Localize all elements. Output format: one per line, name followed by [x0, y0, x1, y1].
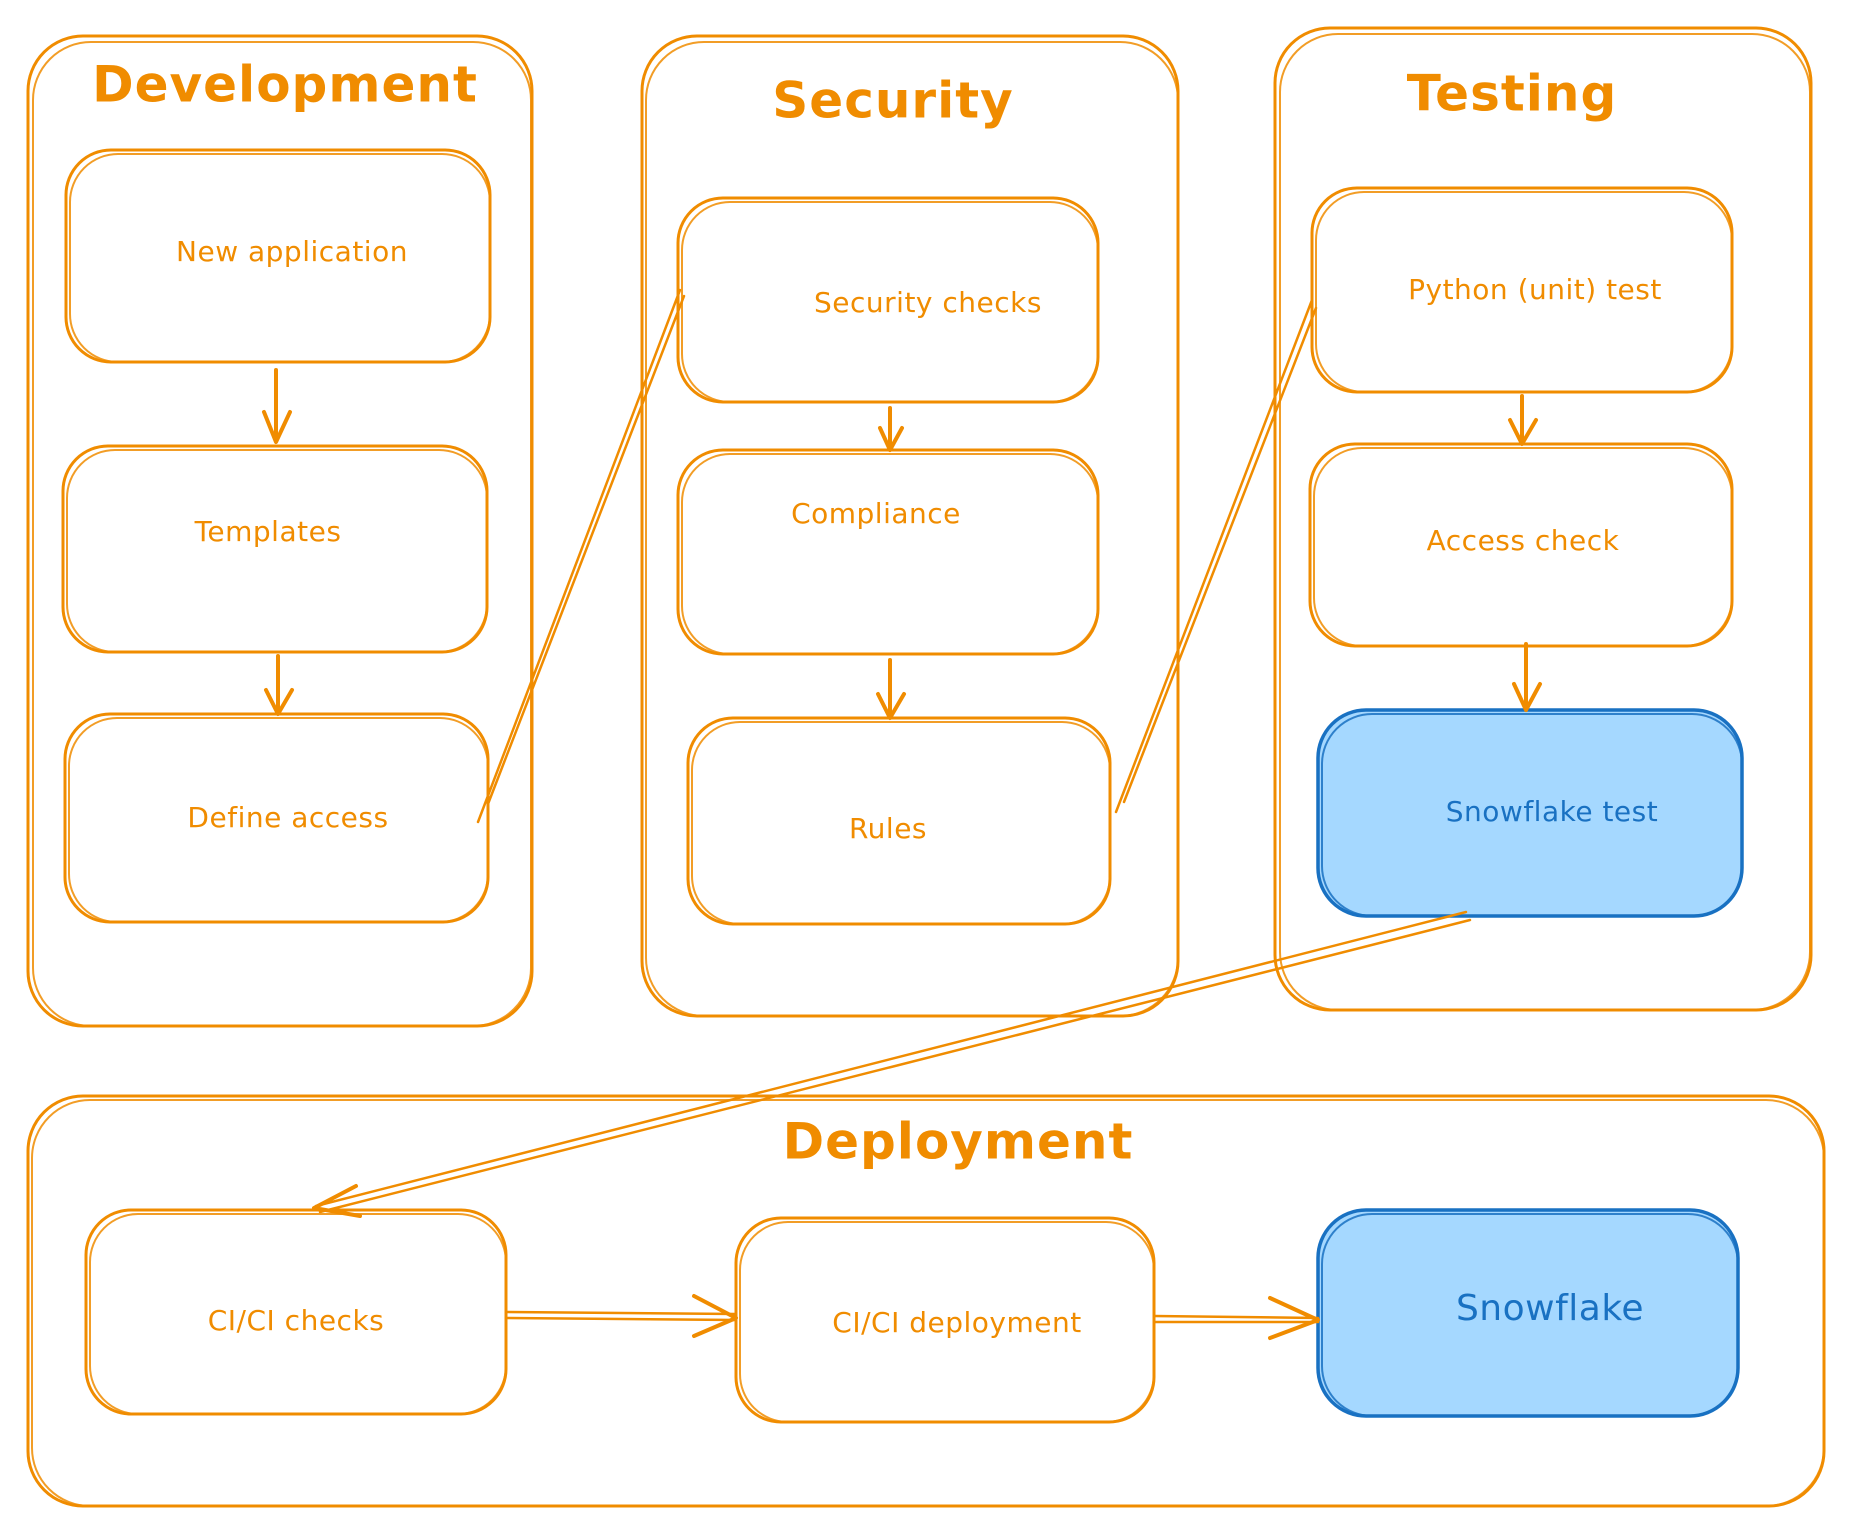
node-templates: Templates	[61, 444, 489, 654]
node-label-snowflake-test: Snowflake test	[1446, 795, 1658, 828]
node-label-security-checks: Security checks	[814, 286, 1042, 319]
node-label-compliance: Compliance	[791, 497, 961, 530]
node-compliance: Compliance	[676, 448, 1100, 656]
group-title-security: Security	[772, 72, 1013, 130]
group-title-development: Development	[92, 56, 478, 114]
arrow-templates-to-define-access	[264, 654, 294, 716]
arrow-new-application-to-templates	[262, 368, 292, 444]
node-ci-deployment: CI/CI deployment	[734, 1216, 1156, 1424]
node-label-define-access: Define access	[187, 801, 388, 834]
arrow-define-access-to-security-checks	[476, 288, 686, 824]
group-title-deployment: Deployment	[783, 1113, 1134, 1171]
node-access-check: Access check	[1308, 442, 1734, 648]
node-label-new-application: New application	[176, 235, 408, 268]
arrow-access-check-to-snowflake-test	[1512, 642, 1542, 712]
arrow-rules-to-python-unit-test	[1114, 298, 1318, 814]
node-label-ci-checks: CI/CI checks	[208, 1304, 385, 1337]
node-snowflake: Snowflake	[1316, 1208, 1740, 1418]
node-label-templates: Templates	[194, 515, 342, 548]
node-ci-checks: CI/CI checks	[84, 1208, 508, 1416]
node-label-ci-deployment: CI/CI deployment	[832, 1306, 1081, 1339]
node-define-access: Define access	[63, 712, 490, 924]
node-label-snowflake: Snowflake	[1456, 1288, 1644, 1329]
node-snowflake-test: Snowflake test	[1316, 708, 1744, 918]
arrow-ci-deployment-to-snowflake	[1152, 1296, 1320, 1340]
node-label-access-check: Access check	[1427, 524, 1620, 557]
arrow-security-checks-to-compliance	[878, 406, 904, 452]
group-title-testing: Testing	[1407, 65, 1618, 123]
arrow-python-to-access-check	[1508, 394, 1538, 446]
arrow-snowflake-test-to-ci-checks	[312, 910, 1472, 1218]
node-security-checks: Security checks	[676, 196, 1100, 404]
node-label-rules: Rules	[849, 812, 927, 845]
arrow-ci-checks-to-ci-deployment	[504, 1294, 738, 1338]
node-python-unit-test: Python (unit) test	[1310, 186, 1734, 394]
node-label-python-unit-test: Python (unit) test	[1408, 273, 1662, 306]
node-new-application: New application	[64, 148, 492, 364]
arrow-compliance-to-rules	[876, 658, 906, 720]
node-rules: Rules	[686, 716, 1112, 926]
